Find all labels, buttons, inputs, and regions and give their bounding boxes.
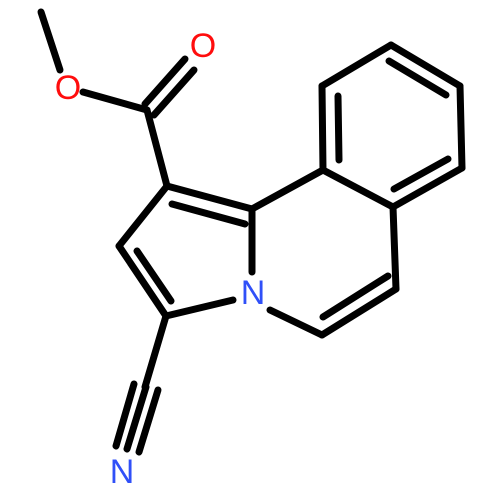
bond-carbonyl-double-2 [150, 66, 198, 119]
bond-c9b-c9a [248, 166, 327, 213]
bond-c6a-c7-inner [390, 155, 452, 193]
bond-c5-c6-inner [319, 272, 392, 321]
bond-c7-c8 [456, 82, 466, 172]
bond-nitrile-triple-1 [123, 383, 150, 453]
bond-carbonyl-ring [143, 106, 171, 190]
bond-oxygen-carbonyl-carbon [79, 88, 151, 114]
bond-c2-c3 [115, 242, 170, 320]
bond-c1-c9b [163, 182, 256, 213]
bond-methyl-oxygen [37, 8, 64, 74]
atom-label-carbonyl-oxygen: O [190, 27, 216, 65]
bond-c8-c9-inner [385, 57, 450, 99]
bond-c9-c10 [318, 41, 395, 90]
bond-c9a-c6a [319, 166, 397, 211]
bond-c10-c9a [318, 82, 327, 174]
bond-carbonyl-double-1 [141, 55, 189, 108]
bond-c2-c3-inner [133, 247, 175, 305]
atom-label-ring-nitrogen: N [241, 274, 266, 312]
bond-c8-c9 [387, 41, 464, 90]
bond-c3-n [162, 296, 237, 320]
bond-c10-c9a-inner [334, 92, 343, 164]
bond-nitrile-triple-2 [112, 380, 138, 450]
atom-label-ester-oxygen: O [55, 69, 81, 107]
bond-c6-c6a [389, 203, 400, 293]
atom-label-nitrile-nitrogen: N [110, 453, 135, 491]
bond-c1-c2 [115, 182, 171, 250]
bond-c3-nitrile-carbon [141, 312, 170, 391]
bond-nitrile-triple-3 [135, 386, 162, 456]
bond-c6a-c7 [389, 164, 466, 211]
bond-n-c5 [266, 306, 326, 339]
bond-c1-c9b-inner [168, 200, 249, 228]
bond-c5-c6 [318, 285, 400, 339]
